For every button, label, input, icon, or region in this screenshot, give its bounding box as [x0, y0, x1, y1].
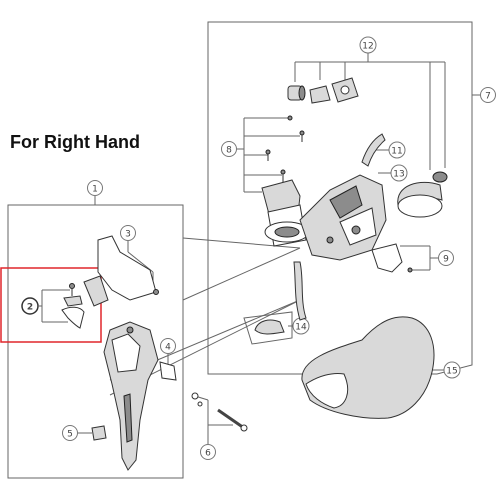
callout-9[interactable]: 9	[438, 250, 454, 266]
group-1-outline	[7, 204, 184, 479]
svg-text:7: 7	[485, 92, 491, 102]
svg-text:4: 4	[165, 343, 171, 353]
svg-text:3: 3	[125, 230, 131, 240]
svg-text:8: 8	[226, 146, 232, 156]
svg-text:11: 11	[391, 147, 402, 157]
part-2-lever-assembly	[61, 283, 85, 329]
part-8-screws	[265, 115, 305, 182]
callout-8[interactable]: 8	[221, 141, 237, 157]
part-15-hood	[301, 316, 435, 419]
part-12-clamp	[397, 171, 448, 218]
callout-4[interactable]: 4	[160, 338, 176, 354]
part-14-clip	[243, 311, 293, 345]
part-5-screw	[91, 425, 107, 441]
callout-14[interactable]: 14	[292, 317, 310, 335]
svg-text:12: 12	[362, 42, 373, 52]
svg-text:2: 2	[27, 303, 33, 313]
part-11-spring	[361, 133, 386, 167]
part-6-pins	[191, 392, 248, 432]
svg-text:15: 15	[446, 367, 457, 377]
part-4-clip	[159, 361, 177, 381]
part-12-bushing-set	[287, 77, 359, 104]
callout-11[interactable]: 11	[388, 141, 406, 159]
svg-text:1: 1	[92, 185, 98, 195]
part-2-highlight-box	[0, 267, 102, 343]
part-3-bracket	[83, 235, 159, 307]
callout-7[interactable]: 7	[480, 87, 496, 103]
svg-text:6: 6	[205, 449, 211, 459]
main-mechanism-body	[261, 174, 387, 321]
callout-15[interactable]: 15	[443, 361, 461, 379]
for-right-hand-heading: For Right Hand	[10, 132, 140, 152]
part-9-cover	[371, 243, 413, 273]
callout-13[interactable]: 13	[390, 164, 408, 182]
callout-6[interactable]: 6	[200, 444, 216, 460]
callout-3[interactable]: 3	[120, 225, 136, 241]
svg-text:13: 13	[393, 170, 404, 180]
part-1-lever-body	[103, 321, 159, 471]
callout-12[interactable]: 12	[359, 36, 377, 54]
callout-5[interactable]: 5	[62, 425, 78, 441]
callout-2[interactable]: 2	[21, 297, 39, 315]
svg-text:9: 9	[443, 255, 449, 265]
svg-text:14: 14	[295, 323, 307, 333]
svg-text:5: 5	[67, 430, 73, 440]
callout-1[interactable]: 1	[87, 180, 103, 196]
